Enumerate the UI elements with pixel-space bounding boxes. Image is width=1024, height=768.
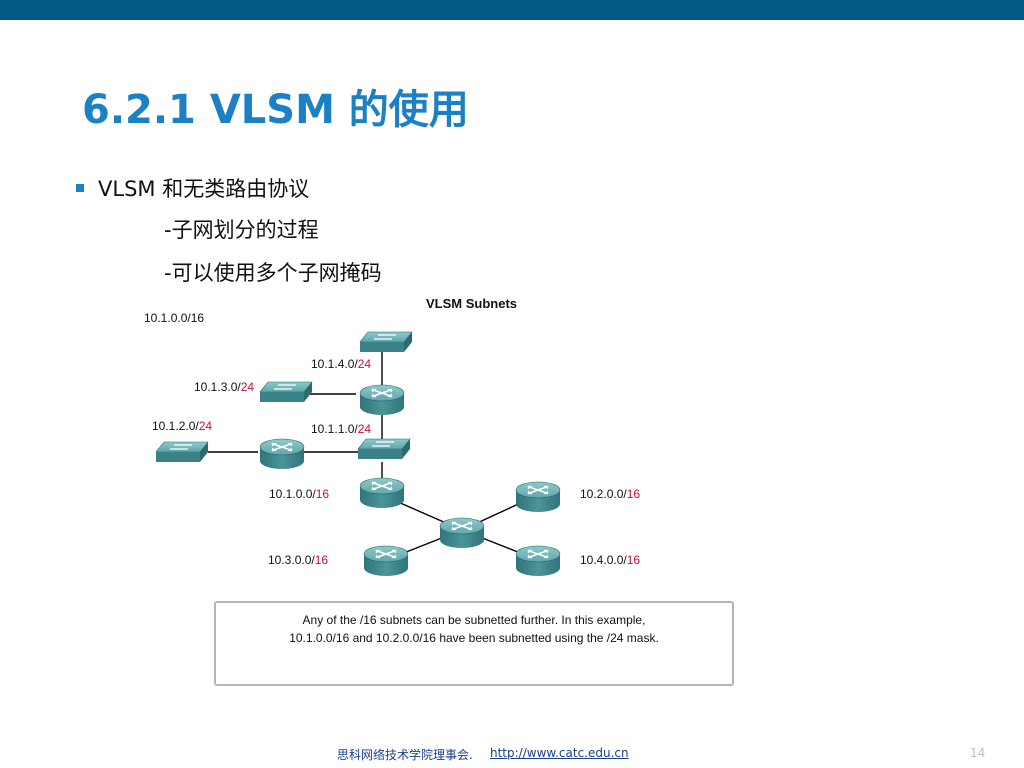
switch-10-1-1-0-icon xyxy=(357,438,411,460)
subnet-label: 10.3.0.0/16 xyxy=(268,553,328,567)
square-bullet-icon xyxy=(76,184,84,192)
router-10-1-0-0-icon xyxy=(359,477,405,509)
router-10-2-0-0-icon xyxy=(515,481,561,513)
vlsm-diagram: VLSM Subnets 10.1.0.0/16 10.1.4.0/24 10.… xyxy=(144,290,748,735)
caption-line: Any of the /16 subnets can be subnetted … xyxy=(303,613,646,627)
router-10-4-0-0-icon xyxy=(515,545,561,577)
switch-10-1-3-0-icon xyxy=(259,381,313,403)
subnet-label: 10.1.0.0/16 xyxy=(269,487,329,501)
vlsm-diagram-canvas: VLSM Subnets 10.1.0.0/16 10.1.4.0/24 10.… xyxy=(144,296,734,686)
bullet-item: VLSM 和无类路由协议 xyxy=(76,173,309,203)
router-core-icon xyxy=(439,517,485,549)
caption-box xyxy=(214,601,734,686)
caption-line: 10.1.0.0/16 and 10.2.0.0/16 have been su… xyxy=(289,631,659,645)
sub-item-subnetting: -子网划分的过程 xyxy=(164,218,319,242)
sub-item-multiple-masks: -可以使用多个子网掩码 xyxy=(164,261,382,285)
router-10-3-0-0-icon xyxy=(363,545,409,577)
subnet-label: 10.1.1.0/24 xyxy=(311,422,371,436)
bullet-text: VLSM 和无类路由协议 xyxy=(98,177,310,201)
subnet-label: 10.2.0.0/16 xyxy=(580,487,640,501)
subnet-label: 10.1.2.0/24 xyxy=(152,419,212,433)
router-10-1-3-0-icon xyxy=(359,384,405,416)
subnet-label: 10.1.3.0/24 xyxy=(194,380,254,394)
footer-org: 思科网络技术学院理事会. xyxy=(337,748,473,762)
top-bar xyxy=(0,0,1024,20)
slide-title: 6.2.1 VLSM 的使用 xyxy=(82,87,469,133)
footer-link[interactable]: http://www.catc.edu.cn xyxy=(490,746,629,760)
subnet-label: 10.1.4.0/24 xyxy=(311,357,371,371)
switch-10-1-4-0-icon xyxy=(359,331,413,353)
switch-10-1-2-0-icon xyxy=(155,441,209,463)
router-10-1-2-0-icon xyxy=(259,438,305,470)
subnet-label: 10.1.0.0/16 xyxy=(144,311,204,325)
subnet-label: 10.4.0.0/16 xyxy=(580,553,640,567)
diagram-title: VLSM Subnets xyxy=(426,296,517,311)
page-number: 14 xyxy=(970,746,986,760)
